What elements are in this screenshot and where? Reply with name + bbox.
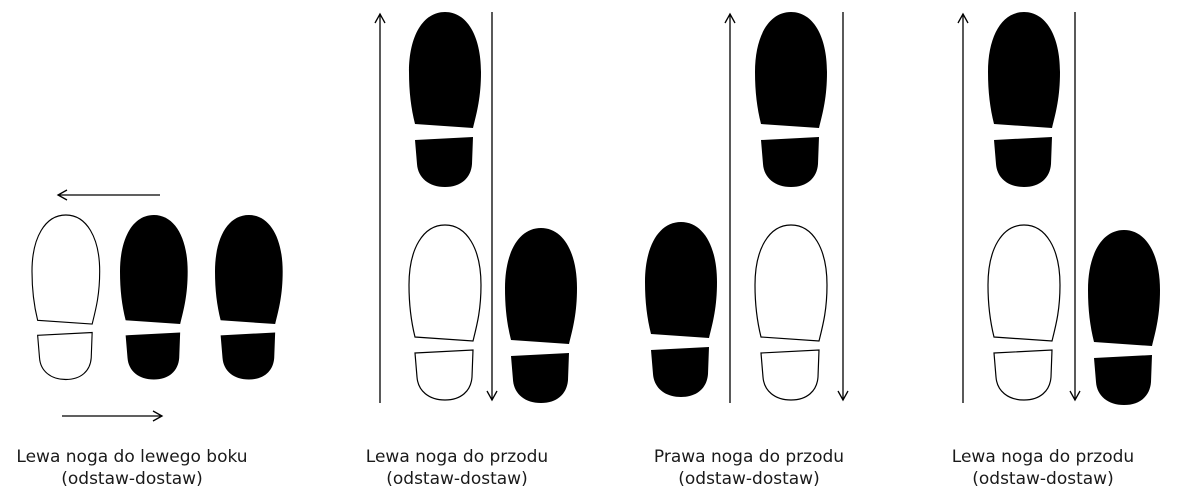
outline-left-foot <box>409 225 481 400</box>
caption-line2: (odstaw-dostaw) <box>903 468 1182 490</box>
filled-right-foot <box>505 228 577 403</box>
caption-line2: (odstaw-dostaw) <box>0 468 272 490</box>
panel-3-caption: Prawa noga do przodu (odstaw-dostaw) <box>609 446 889 490</box>
panel-4 <box>963 12 1160 405</box>
panel-4-caption: Lewa noga do przodu (odstaw-dostaw) <box>903 446 1182 490</box>
filled-left-foot <box>120 215 188 380</box>
outline-right-foot <box>755 225 827 400</box>
filled-right-foot <box>215 215 283 380</box>
panel-1 <box>32 195 283 416</box>
caption-line2: (odstaw-dostaw) <box>609 468 889 490</box>
caption-line1: Lewa noga do przodu <box>317 446 597 468</box>
caption-line1: Lewa noga do przodu <box>903 446 1182 468</box>
caption-line1: Prawa noga do przodu <box>609 446 889 468</box>
panel-3 <box>645 12 843 403</box>
caption-line2: (odstaw-dostaw) <box>317 468 597 490</box>
filled-right-foot-forward <box>755 12 827 187</box>
panel-2-caption: Lewa noga do przodu (odstaw-dostaw) <box>317 446 597 490</box>
caption-line1: Lewa noga do lewego boku <box>0 446 272 468</box>
filled-left-foot-forward <box>409 12 481 187</box>
panel-1-caption: Lewa noga do lewego boku (odstaw-dostaw) <box>0 446 272 490</box>
outline-left-foot <box>32 215 100 380</box>
outline-left-foot <box>988 225 1060 400</box>
filled-right-foot <box>1088 230 1160 405</box>
filled-left-foot-forward <box>988 12 1060 187</box>
filled-left-foot <box>645 222 717 397</box>
panel-2 <box>380 12 577 403</box>
